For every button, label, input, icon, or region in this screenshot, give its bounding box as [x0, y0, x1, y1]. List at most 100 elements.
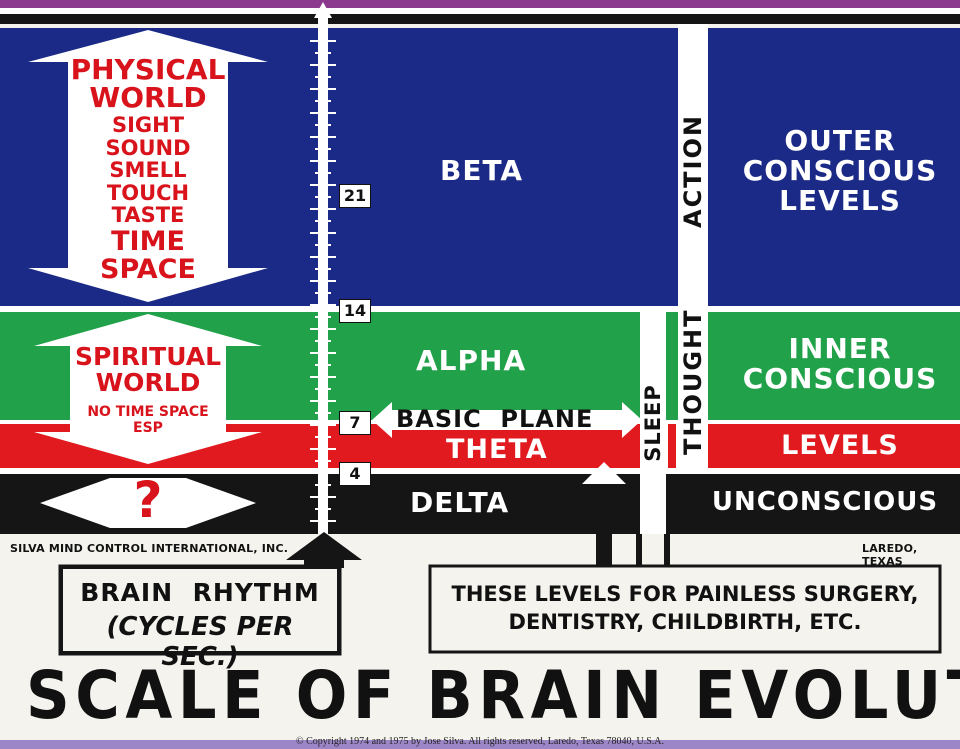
scale-tick	[315, 196, 331, 198]
scale-tick	[310, 136, 336, 138]
outer-levels-label: LEVELS	[779, 184, 901, 217]
sense-taste: TASTE	[111, 203, 185, 227]
scale-top-arrow	[314, 2, 332, 18]
scale-tick	[310, 160, 336, 162]
esp-label: ESP	[133, 420, 163, 436]
outer-label: OUTER	[784, 124, 896, 157]
levels-note-box	[428, 564, 942, 654]
scale-tick	[315, 292, 331, 294]
physical-world-senses: SIGHT SOUND SMELL TOUCH TASTE	[48, 114, 248, 227]
scale-tick	[315, 436, 331, 438]
levels-label: LEVELS	[781, 430, 899, 461]
alpha-label: ALPHA	[416, 344, 527, 377]
scale-tick	[315, 244, 331, 246]
scale-tick	[315, 172, 331, 174]
copyright-line: © Copyright 1974 and 1975 by Jose Silva.…	[0, 736, 960, 747]
separator-beta-alpha	[0, 306, 960, 312]
copyright-icon: ©	[295, 736, 304, 747]
spiritual-world-label: WORLD	[95, 368, 201, 397]
theta-up-arrow-tip	[582, 462, 626, 484]
scale-tick	[315, 388, 331, 390]
physical-world-title: PHYSICAL WORLD	[48, 56, 248, 112]
scale-tick	[315, 220, 331, 222]
poster-title: SCALE OF BRAIN EVOLUTION	[26, 657, 960, 734]
scale-tick	[310, 520, 336, 522]
scale-tick	[310, 280, 336, 282]
beta-label: BETA	[440, 154, 524, 187]
scale-tick	[310, 256, 336, 258]
scale-tick	[310, 208, 336, 210]
space-label: SPACE	[100, 254, 196, 285]
question-mark: ?	[133, 471, 163, 529]
top-border	[0, 0, 960, 8]
outer-conscious-levels: OUTER CONSCIOUS LEVELS	[722, 126, 958, 216]
separator-theta-delta	[0, 468, 960, 474]
spiritual-label: SPIRITUAL	[74, 342, 222, 371]
brain-rhythm-box	[58, 564, 342, 656]
brain-rhythm-box-inner	[61, 567, 339, 653]
top-white-strip	[0, 8, 960, 14]
brain-rhythm-line1: BRAIN RHYTHM	[80, 578, 320, 607]
scale-tick	[310, 304, 336, 306]
top-rule	[0, 14, 960, 24]
scale-tick	[310, 40, 336, 42]
theta-marker	[668, 424, 676, 468]
levels-note-line1: THESE LEVELS FOR PAINLESS SURGERY,	[451, 582, 919, 606]
scale-tick	[315, 316, 331, 318]
sleep-connector-left	[636, 534, 642, 566]
spiritual-world-arrow	[34, 314, 262, 464]
unknown-arrow	[40, 478, 256, 528]
thought-label: THOUGHT	[679, 308, 707, 455]
theta-up-arrow	[584, 468, 624, 566]
scale-tick	[310, 472, 336, 474]
scale-tick	[315, 52, 331, 54]
outer-conscious-label: CONSCIOUS	[742, 154, 938, 187]
bottom-border	[0, 740, 960, 749]
scale-tick	[310, 88, 336, 90]
scale-tick	[315, 412, 331, 414]
tick-7: 7	[339, 411, 371, 435]
action-label: ACTION	[679, 114, 707, 228]
delta-label: DELTA	[410, 486, 510, 519]
scale-tick	[310, 328, 336, 330]
time-label: TIME	[111, 226, 185, 257]
scale-tick	[315, 148, 331, 150]
tick-14: 14	[339, 299, 371, 323]
tick-21: 21	[339, 184, 371, 208]
sense-smell: SMELL	[109, 158, 187, 182]
sleep-column	[640, 306, 666, 534]
scale-tick	[315, 508, 331, 510]
spiritual-world-note: NO TIME SPACE ESP	[48, 404, 248, 436]
scale-tick	[315, 364, 331, 366]
physical-world-arrow	[28, 30, 268, 302]
inner-conscious: INNER CONSCIOUS	[722, 334, 958, 394]
scale-tick	[315, 460, 331, 462]
scale-tick	[310, 496, 336, 498]
sleep-connector-right	[664, 534, 670, 566]
scale-tick	[310, 232, 336, 234]
scale-tick	[310, 352, 336, 354]
levels-note-line2: DENTISTRY, CHILDBIRTH, ETC.	[508, 610, 862, 634]
paper-area	[0, 534, 960, 749]
inner-conscious-label: CONSCIOUS	[742, 362, 938, 395]
scale-tick	[315, 100, 331, 102]
scale-tick	[310, 64, 336, 66]
time-space: TIME SPACE	[48, 228, 248, 284]
basic-plane-label: BASIC PLANE	[396, 405, 594, 433]
scale-tick	[315, 268, 331, 270]
scale-tick	[310, 448, 336, 450]
action-thought-column	[678, 24, 708, 474]
scale-tick	[310, 376, 336, 378]
sense-sound: SOUND	[105, 135, 191, 160]
unconscious-label: UNCONSCIOUS	[711, 487, 939, 517]
organization-right: LAREDO, TEXAS	[862, 542, 918, 568]
organization-left: SILVA MIND CONTROL INTERNATIONAL, INC.	[10, 542, 289, 555]
scale-tick	[310, 184, 336, 186]
no-time-space-label: NO TIME SPACE	[87, 404, 209, 420]
scale-tick	[310, 424, 336, 426]
scale-tick	[315, 124, 331, 126]
theta-label: THETA	[446, 434, 548, 465]
physical-label: PHYSICAL	[70, 53, 226, 86]
